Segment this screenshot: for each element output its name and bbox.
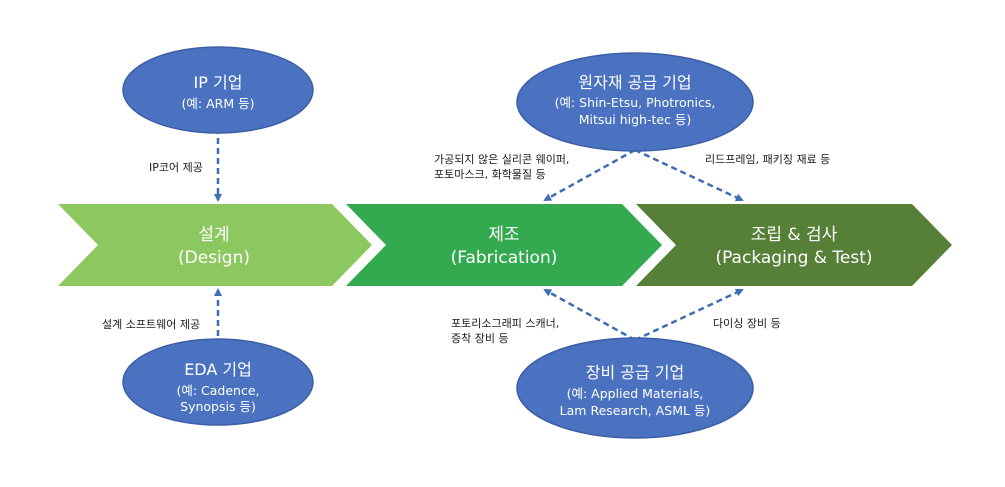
eda-company-example-line1: (예: Cadence, — [176, 383, 259, 398]
eda-company-ellipse — [122, 338, 314, 426]
wafer-label-line1: 가공되지 않은 실리콘 웨이퍼, — [434, 153, 569, 166]
fabrication-stage-subtitle: (Fabrication) — [451, 248, 558, 268]
eda-company-example-line2: Synopsis 등) — [180, 399, 256, 414]
ip-company-title: IP 기업 — [194, 73, 243, 92]
packaging-stage-chevron — [636, 204, 952, 286]
lithography-label-line2: 증착 장비 등 — [451, 332, 509, 345]
lithography-label-line1: 포토리소그래피 스캐너, — [451, 317, 559, 330]
fabrication-stage-chevron — [346, 204, 662, 286]
materials-to-fabrication-arrow — [543, 148, 636, 202]
equipment-supplier-example-line2: Lam Research, ASML 등) — [560, 403, 711, 418]
design-stage-chevron — [58, 204, 372, 286]
fabrication-stage-title: 제조 — [488, 225, 519, 245]
leadframe-label: 리드프레임, 패키징 재료 등 — [705, 153, 830, 166]
design-stage-subtitle: (Design) — [178, 248, 250, 268]
materials-supplier-example-line1: (예: Shin-Etsu, Photronics, — [555, 95, 716, 110]
equipment-supplier-title: 장비 공급 기업 — [586, 363, 685, 382]
equipment-supplier-ellipse — [516, 337, 754, 439]
equipment-to-packaging-arrow — [634, 288, 744, 342]
materials-supplier-example-line2: Mitsui high-tec 등) — [579, 112, 692, 127]
ip-core-label: IP코어 제공 — [149, 161, 203, 174]
ip-company-example: (예: ARM 등) — [182, 96, 255, 111]
materials-supplier-title: 원자재 공급 기업 — [578, 73, 691, 92]
materials-supplier-ellipse — [516, 52, 754, 152]
wafer-label-line2: 포토마스크, 화학물질 등 — [434, 168, 546, 181]
design-stage-title: 설계 — [198, 225, 229, 245]
equipment-to-fabrication-arrow — [543, 288, 636, 342]
ip-company-ellipse — [122, 46, 314, 134]
dicing-label: 다이싱 장비 등 — [713, 317, 781, 330]
equipment-supplier-example-line1: (예: Applied Materials, — [567, 386, 704, 401]
packaging-stage-subtitle: (Packaging & Test) — [715, 248, 872, 268]
packaging-stage-title: 조립 & 검사 — [751, 225, 838, 245]
eda-company-title: EDA 기업 — [184, 360, 252, 379]
design-software-label: 설계 소프트웨어 제공 — [102, 318, 200, 331]
